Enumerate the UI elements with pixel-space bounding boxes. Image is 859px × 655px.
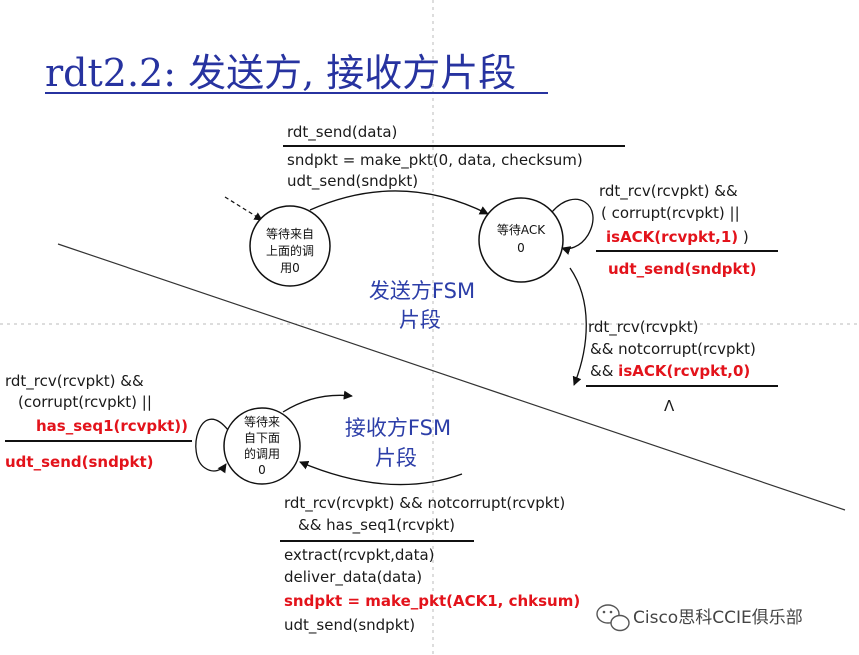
divider-line (57, 243, 846, 511)
send-action-2: udt_send(sndpkt) (287, 172, 418, 191)
ack-ok-prefix: && (590, 362, 618, 380)
state-wait-above (249, 205, 331, 287)
recv-ok-action-3: sndpkt = make_pkt(ACK1, chksum) (284, 592, 580, 610)
ack-ok-event-2: && notcorrupt(rcvpkt) (590, 340, 756, 358)
send-event: rdt_send(data) (287, 123, 397, 142)
send-action-1: sndpkt = make_pkt(0, data, checksum) (287, 151, 583, 170)
sender-region-label-2: 片段 (399, 308, 441, 332)
ack-loop-action: udt_send(sndpkt) (608, 260, 757, 278)
ack-loop-red: isACK(rcvpkt,1) (606, 228, 738, 246)
arc-recv-upper (282, 390, 353, 413)
state-wait-ack (478, 197, 564, 283)
recv-loop-action: udt_send(sndpkt) (5, 453, 154, 471)
ack-ok-action: Λ (664, 397, 675, 415)
state-wait-ack-line-1: 等待ACK (497, 223, 546, 237)
recv-ok-action-4: udt_send(sndpkt) (284, 616, 415, 635)
state-wait-below-line-3: 的调用 (244, 446, 280, 461)
watermark-text: Cisco思科CCIE俱乐部 (633, 608, 803, 628)
recv-loop-event-1: rdt_rcv(rcvpkt) && (5, 372, 144, 391)
initial-arrow (224, 196, 263, 221)
state-wait-below-line-2: 自下面 (244, 431, 280, 445)
state-wait-ack-line-2: 0 (517, 241, 525, 255)
state-wait-below (223, 407, 301, 485)
arc-recv-ok (299, 460, 463, 486)
state-wait-above-line-3: 用0 (280, 261, 300, 275)
loop-recv (195, 418, 229, 474)
recv-loop-event-3: has_seq1(rcvpkt)) (36, 417, 188, 435)
loop-ack (551, 198, 594, 255)
receiver-region-label-2: 片段 (375, 446, 417, 470)
recv-ok-action-1: extract(rcvpkt,data) (284, 546, 435, 564)
state-wait-above-line-1: 等待来自 (266, 227, 314, 241)
arc-ack-ok (569, 267, 587, 386)
state-wait-above-line-2: 上面的调 (266, 243, 314, 258)
ack-loop-event-1: rdt_rcv(rcvpkt) && (599, 182, 738, 201)
recv-ok-event-2: && has_seq1(rcvpkt) (298, 516, 455, 535)
ack-ok-red: isACK(rcvpkt,0) (618, 362, 750, 380)
ack-loop-event-3: isACK(rcvpkt,1) ) (606, 228, 749, 246)
recv-ok-action-2: deliver_data(data) (284, 568, 422, 587)
page-title: rdt2.2: 发送方, 接收方片段 (45, 51, 516, 95)
arc-send (309, 190, 489, 215)
state-wait-below-line-4: 0 (258, 463, 266, 477)
state-wait-below-line-1: 等待来 (244, 415, 280, 429)
sender-region-label-1: 发送方FSM (369, 279, 475, 303)
ack-ok-event-1: rdt_rcv(rcvpkt) (588, 318, 699, 337)
wechat-icon (596, 604, 630, 632)
recv-loop-event-2: (corrupt(rcvpkt) || (18, 393, 152, 411)
ack-ok-event-3: && isACK(rcvpkt,0) (590, 362, 750, 380)
receiver-region-label-1: 接收方FSM (345, 416, 451, 440)
ack-loop-close: ) (738, 228, 749, 246)
recv-ok-event-1: rdt_rcv(rcvpkt) && notcorrupt(rcvpkt) (284, 494, 565, 513)
ack-loop-event-2: ( corrupt(rcvpkt) || (601, 204, 740, 222)
